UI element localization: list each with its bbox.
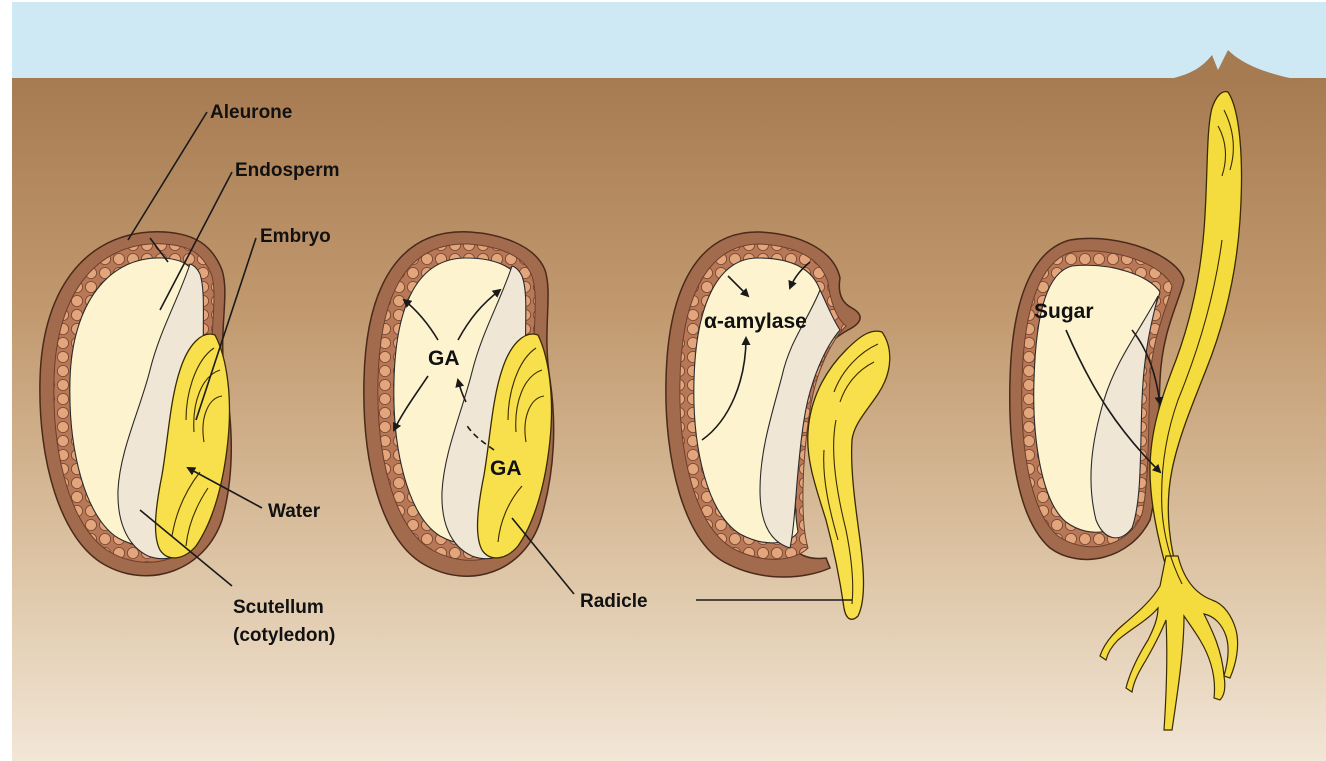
label-ga-endosperm: GA xyxy=(428,347,460,370)
label-water: Water xyxy=(268,501,321,522)
label-sugar: Sugar xyxy=(1034,300,1094,323)
label-endosperm: Endosperm xyxy=(235,160,340,181)
label-ga-embryo: GA xyxy=(490,457,522,480)
label-embryo: Embryo xyxy=(260,226,331,247)
sky xyxy=(12,2,1326,82)
label-scutellum: Scutellum xyxy=(233,597,324,618)
label-radicle: Radicle xyxy=(580,591,648,612)
label-cotyledon: (cotyledon) xyxy=(233,625,335,646)
label-aleurone: Aleurone xyxy=(210,102,292,123)
seed-stage-1 xyxy=(40,232,232,576)
label-alpha-amylase: α-amylase xyxy=(704,310,807,333)
seed-stage-2 xyxy=(364,232,554,576)
